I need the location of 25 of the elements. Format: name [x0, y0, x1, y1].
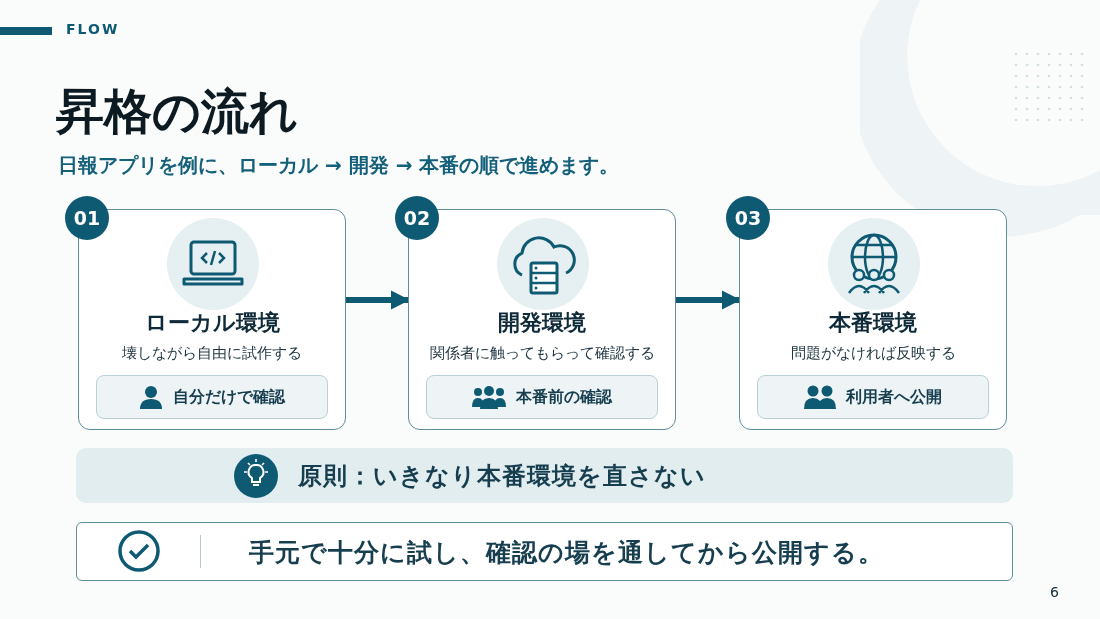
audience-pill — [757, 375, 989, 419]
step-number-badge: 02 — [395, 196, 439, 240]
summary-box — [76, 522, 1013, 581]
step-heading: 本番環境 — [828, 309, 918, 337]
audience-pill — [96, 375, 328, 419]
summary-text: 手元で十分に試し、確認の場を通してから公開する。 — [249, 537, 884, 569]
principle-banner — [76, 448, 1013, 503]
audience-text: 利用者へ公開 — [846, 386, 942, 408]
subtitle: 日報アプリを例に、ローカル → 開発 → 本番の順で進めます。 — [58, 152, 620, 179]
step-heading: 開発環境 — [497, 309, 587, 337]
audience-pill — [426, 375, 658, 419]
title: 昇格の流れ — [56, 82, 298, 141]
step-heading: ローカル環境 — [143, 309, 281, 337]
page-number: 6 — [1050, 584, 1059, 600]
audience-text: 本番前の確認 — [516, 386, 612, 408]
step-number-badge: 03 — [726, 196, 770, 240]
section-label: FLOW — [66, 21, 120, 37]
step-number-badge: 01 — [65, 196, 109, 240]
arrow — [676, 290, 741, 310]
step-description: 壊しながら自由に試作する — [121, 344, 303, 363]
principle-text: 原則：いきなり本番環境を直さない — [297, 460, 706, 492]
step-description: 関係者に触ってもらって確認する — [428, 344, 656, 363]
step-description: 問題がなければ反映する — [789, 344, 957, 363]
audience-text: 自分だけで確認 — [173, 386, 285, 408]
arrow — [346, 290, 410, 310]
